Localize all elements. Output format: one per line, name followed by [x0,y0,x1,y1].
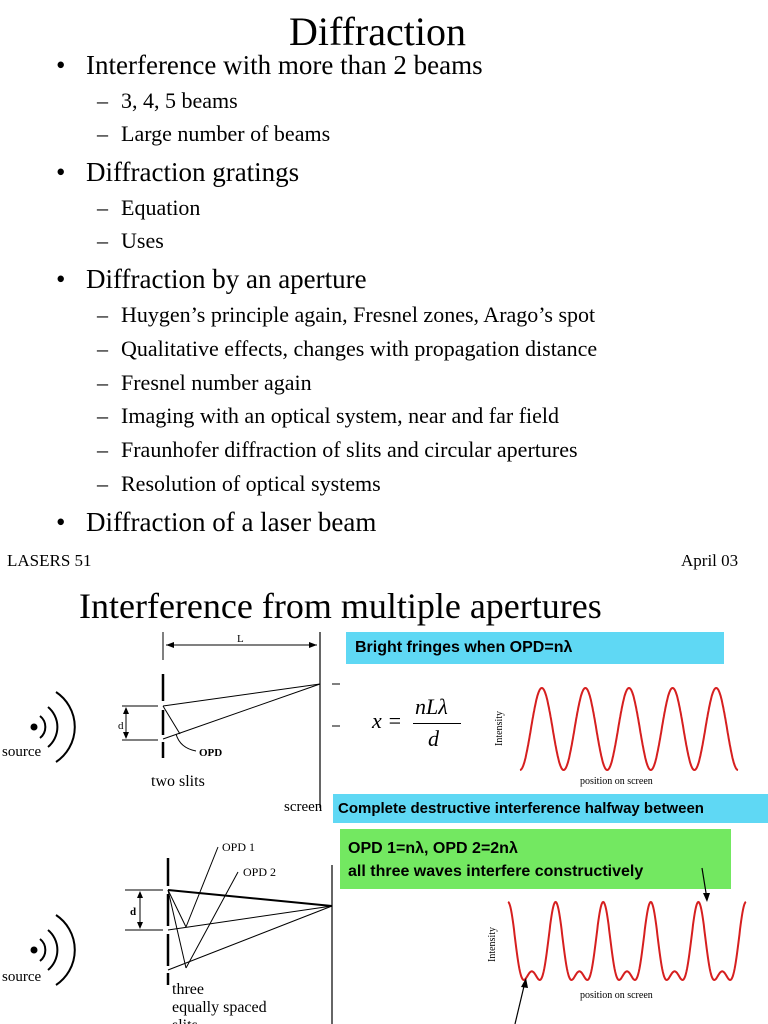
slit-spacing-label: d [118,720,124,732]
footer-left: LASERS 51 [7,551,92,570]
three-slits-label-line-2: equally spaced [172,999,267,1016]
opd-label: OPD [199,747,222,759]
fringe-position-formula: x = nLλ d [372,694,472,754]
opd-constructive-box: OPD 1=nλ, OPD 2=2nλ all three waves inte… [340,829,731,889]
footer-right: April 03 [681,551,739,570]
intensity-axis-label: Intensity [494,711,505,746]
screen-label: screen [284,799,323,815]
intensity-axis-label: Intensity [487,927,498,962]
bullet-item: • Diffraction by an aperture [56,264,367,294]
formula-fraction-bar [413,723,461,724]
bullet-item: • Diffraction gratings [56,157,300,187]
sub-bullet-item: – Imaging with an optical system, near a… [97,403,560,428]
destructive-interference-box: Complete destructive interference halfwa… [333,794,768,823]
sub-bullet-item: – Uses [97,228,164,253]
bright-fringes-box: Bright fringes when OPD=nλ [346,632,724,664]
source-label: source [2,744,41,760]
slide-1-title: Diffraction [289,9,466,54]
position-axis-label: position on screen [580,990,653,1001]
bullet-item: • Diffraction of a laser beam [56,507,377,537]
opd-box-line-1: OPD 1=nλ, OPD 2=2nλ [348,840,518,857]
two-slits-label: two slits [151,773,205,790]
length-label: L [237,633,244,645]
opd-1-label: OPD 1 [222,840,255,854]
sub-bullet-item: – Equation [97,195,201,220]
slit-spacing-label: d [130,906,136,918]
three-slit-intensity-plot: Intensity position on screen [487,867,747,1024]
source-label: source [2,969,41,985]
opd-box-line-2: all three waves interfere constructively [348,863,644,880]
source-dot [30,946,38,954]
sub-bullet-item: – Resolution of optical systems [97,471,381,496]
bullet-item: • Interference with more than 2 beams [56,50,483,80]
sub-bullet-item: – Fraunhofer diffraction of slits and ci… [97,437,578,462]
formula-numerator: nLλ [415,694,448,719]
sub-bullet-item: – Qualitative effects, changes with prop… [97,336,598,361]
two-slit-intensity-plot: Intensity position on screen [494,686,739,787]
sub-bullet-item: – Large number of beams [97,121,331,146]
slide-2-title: Interference from multiple apertures [79,586,602,626]
source-dot [30,723,38,731]
opd-2-label: OPD 2 [243,865,276,879]
sub-bullet-item: – 3, 4, 5 beams [97,88,238,113]
position-axis-label: position on screen [580,776,653,787]
sub-bullet-item: – Huygen’s principle again, Fresnel zone… [97,302,596,327]
formula-lhs: x = [372,708,403,733]
three-slits-label-line-3: slits [172,1017,198,1024]
three-slits-label-line-1: three [172,981,204,998]
three-slit-diagram: OPD 1 OPD 2 d source three equally space… [2,840,333,1024]
two-slit-diagram: L d x OPD source two slits screen [2,632,340,815]
sub-bullet-item: – Fresnel number again [97,370,312,395]
formula-denominator: d [428,726,439,751]
